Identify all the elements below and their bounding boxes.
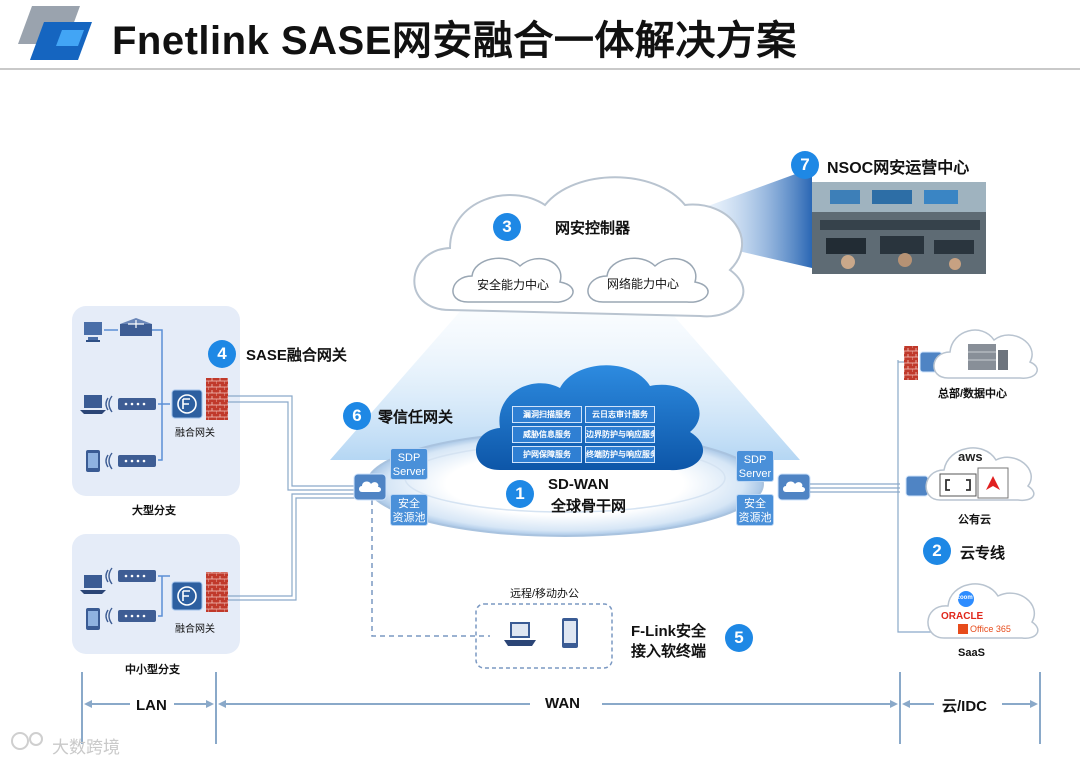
watermark-icon [10,730,50,752]
cloud-line-label: 云专线 [960,545,1006,562]
network-center-label: 网络能力中心 [607,277,680,291]
service-vuln-scan: 漏洞扫描服务 [512,406,582,423]
title-divider [0,68,1080,70]
aws-logo: aws [958,449,983,464]
pc-icon [84,322,102,342]
remote-office-caption: 远程/移动办公 [510,588,580,600]
nsoc-label: NSOC网安运营中心 [827,160,970,177]
office-logo: Office 365 [970,624,1011,634]
service-endpoint-defense: 终端防护与响应服务 [585,446,655,463]
switch-icon [120,318,152,336]
flink-label-2: 接入软终端 [631,643,707,660]
large-branch-gateway [171,378,228,420]
page-title: Fnetlink SASE网安融合一体解决方案 [112,19,797,63]
left-wan-node [353,473,387,501]
nsoc-photo [812,182,986,274]
public-cloud-caption: 公有云 [958,514,991,526]
small-branch-gateway [171,572,228,612]
security-pool-left: 安全 资源池 [390,494,428,526]
service-threat-intel: 威胁信息服务 [512,426,582,443]
service-boundary-defense: 边界防护与响应服务 [585,426,655,443]
service-hw-guarantee: 护网保障服务 [512,446,582,463]
logo [0,0,100,66]
public-cloud-node [905,447,1035,502]
security-center-label: 安全能力中心 [477,278,550,292]
zone-lan: LAN [136,697,167,714]
firewall-icon [206,572,228,612]
small-branch-caption: 中小型分支 [125,664,180,676]
service-log-audit: 云日志审计服务 [585,406,655,423]
large-gateway-label: 融合网关 [175,428,215,439]
zoom-logo: zoom [957,595,973,601]
zone-wan: WAN [545,695,580,712]
badge-6: 6 [343,402,371,430]
badge-4: 4 [208,340,236,368]
sdwan-label-1: SD-WAN [548,476,609,493]
firewall-icon [904,346,918,380]
logo-mark [18,6,92,60]
oracle-logo: ORACLE [941,611,984,622]
flink-label-1: F-Link安全 [631,623,706,640]
zone-cloud-idc: 云/IDC [942,698,988,715]
hq-caption: 总部/数据中心 [938,388,1008,400]
sdp-server-right: SDP Server [736,450,774,482]
saas-caption: SaaS [958,647,985,659]
remote-office-box [475,603,613,669]
tablet-icon [562,618,578,648]
large-branch-caption: 大型分支 [132,505,176,517]
laptop-icon [80,395,106,594]
badge-7: 7 [791,151,819,179]
badge-5: 5 [725,624,753,652]
badge-3: 3 [493,213,521,241]
zone-ruler [81,672,1041,744]
laptop-icon [504,622,536,646]
sdp-server-left: SDP Server [390,448,428,480]
saas-node [927,583,1039,639]
controller-cloud [413,176,745,318]
firewall-icon [206,378,228,420]
hq-node [904,329,1038,380]
controller-label: 网安控制器 [555,220,631,237]
remote-tunnel [371,500,490,637]
security-pool-right: 安全 资源池 [736,494,774,526]
sase-gateway-label: SASE融合网关 [246,347,347,364]
badge-2: 2 [923,537,951,565]
small-branch-panel [72,534,240,654]
tablet-icon [86,450,100,630]
right-wan-node [777,473,811,501]
badge-1: 1 [506,480,534,508]
watermark: 大数跨境 [52,738,120,757]
small-gateway-label: 融合网关 [175,624,215,635]
sdwan-label-2: 全球骨干网 [551,498,627,515]
zero-trust-label: 零信任网关 [378,409,454,426]
